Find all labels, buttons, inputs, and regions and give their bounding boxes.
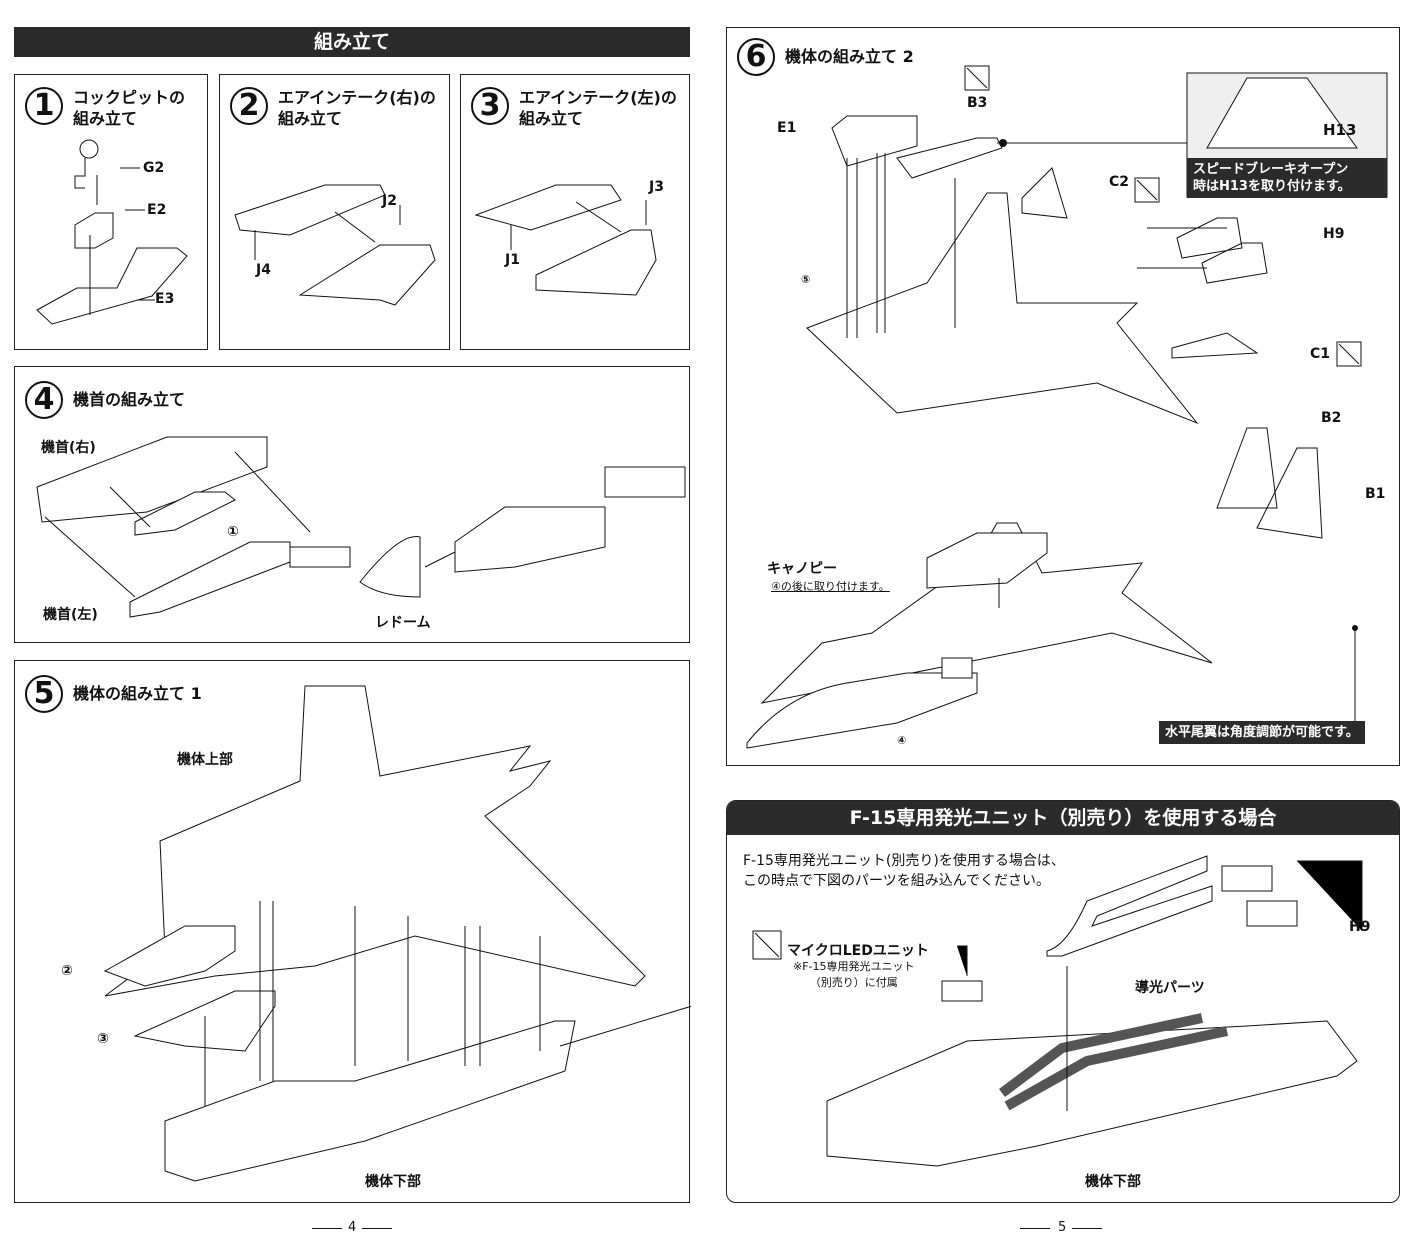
part-label-h9: H9 xyxy=(1349,919,1371,935)
part-label-upper-fuselage: 機体上部 xyxy=(177,752,233,768)
part-label-e1: E1 xyxy=(777,120,797,136)
lower-fuselage-label: 機体下部 xyxy=(1085,1174,1141,1190)
part-label-radome: レドーム xyxy=(375,615,431,631)
part-label-j1: J1 xyxy=(505,252,520,268)
step-title: 機体の組み立て 2 xyxy=(785,47,914,66)
led-instructions: F-15専用発光ユニット(別売り)を使用する場合は、 この時点で下図のパーツを組… xyxy=(743,853,1065,889)
part-label-step4-ref: ④ xyxy=(897,734,907,747)
step-title: エアインテーク(左)の 組み立て xyxy=(519,88,677,128)
fuselage-assembly-2-drawing xyxy=(746,65,1388,749)
step-title: エアインテーク(右)の 組み立て xyxy=(278,88,436,128)
part-label-c1: C1 xyxy=(1310,346,1331,362)
step-number: 4 xyxy=(25,381,63,419)
step-title: 機首の組み立て xyxy=(73,390,186,409)
intake-right-drawing xyxy=(234,184,436,306)
page-rule xyxy=(1072,1228,1102,1229)
step-1-panel: 1 コックピットの 組み立て G2 E2 E3 xyxy=(14,74,208,350)
intake-left-drawing xyxy=(474,184,657,296)
part-label-h13: H13 xyxy=(1323,121,1357,139)
step-3-panel: 3 エアインテーク(左)の 組み立て J3 J1 xyxy=(460,74,690,350)
part-label-lower-fuselage: 機体下部 xyxy=(365,1174,421,1190)
light-guide-label: 導光パーツ xyxy=(1135,980,1205,996)
step-number: 1 xyxy=(25,87,63,125)
led-section-header: F-15専用発光ユニット（別売り）を使用する場合 xyxy=(727,801,1399,835)
part-label-nose-right: 機首(右) xyxy=(41,440,96,456)
part-label-c2: C2 xyxy=(1109,174,1130,190)
light-guide-drawing xyxy=(752,855,1363,1167)
part-label-e2: E2 xyxy=(147,202,167,218)
step-4-panel: 4 機首の組み立て 機首(右) ① 機首(左) レドーム xyxy=(14,366,690,643)
part-label-j2: J2 xyxy=(382,193,397,209)
step-2-panel: 2 エアインテーク(右)の 組み立て J2 J4 xyxy=(219,74,450,350)
page-number-right: 5 xyxy=(1058,1220,1067,1235)
page-rule xyxy=(362,1228,392,1229)
part-label-h9: H9 xyxy=(1323,226,1345,242)
step-5-panel: 5 機体の組み立て 1 機体上部 ② ③ 機体下部 xyxy=(14,660,691,1203)
led-unit-note: ※F-15専用発光ユニット （別売り）に付属 xyxy=(793,960,915,989)
fuselage-assembly-1-drawing xyxy=(103,685,691,1182)
part-label-j3: J3 xyxy=(649,179,664,195)
part-label-step1-ref: ① xyxy=(227,524,239,540)
step-6-panel: 6 機体の組み立て 2 E1 B3 C2 H9 ⑤ C1 B2 B1 キャノピー… xyxy=(726,27,1400,766)
assembly-header: 組み立て xyxy=(14,27,690,57)
part-label-b1: B1 xyxy=(1365,486,1386,502)
page-rule xyxy=(1020,1228,1050,1229)
horizontal-tail-note: 水平尾翼は角度調節が可能です。 xyxy=(1159,721,1365,744)
part-label-g2: G2 xyxy=(143,160,165,176)
part-label-b2: B2 xyxy=(1321,410,1342,426)
step-number: 3 xyxy=(471,87,509,125)
part-label-canopy: キャノピー xyxy=(767,561,837,577)
canopy-note: ④の後に取り付けます。 xyxy=(771,580,890,593)
step-number: 6 xyxy=(737,38,775,76)
step-title: 機体の組み立て 1 xyxy=(73,684,202,703)
part-label-nose-left: 機首(左) xyxy=(43,607,98,623)
step-title: コックピットの 組み立て xyxy=(73,88,186,128)
step-number: 2 xyxy=(230,87,268,125)
step-number: 5 xyxy=(25,675,63,713)
page-number-left: 4 xyxy=(348,1220,357,1235)
page-rule xyxy=(312,1228,342,1229)
part-label-step3-ref: ③ xyxy=(97,1031,109,1047)
led-unit-label: マイクロLEDユニット xyxy=(787,943,929,959)
part-label-j4: J4 xyxy=(256,262,271,278)
part-label-b3: B3 xyxy=(967,95,988,111)
part-label-step5-ref: ⑤ xyxy=(801,273,811,286)
part-label-e3: E3 xyxy=(155,291,175,307)
part-label-step2-ref: ② xyxy=(61,963,73,979)
nose-assembly-drawing xyxy=(36,436,686,618)
speed-brake-note: スピードブレーキオープン 時はH13を取り付けます。 xyxy=(1187,158,1387,198)
led-unit-panel: F-15専用発光ユニット（別売り）を使用する場合 F-15専用発光ユニット(別売… xyxy=(726,800,1400,1203)
cockpit-parts-drawing xyxy=(36,139,188,325)
